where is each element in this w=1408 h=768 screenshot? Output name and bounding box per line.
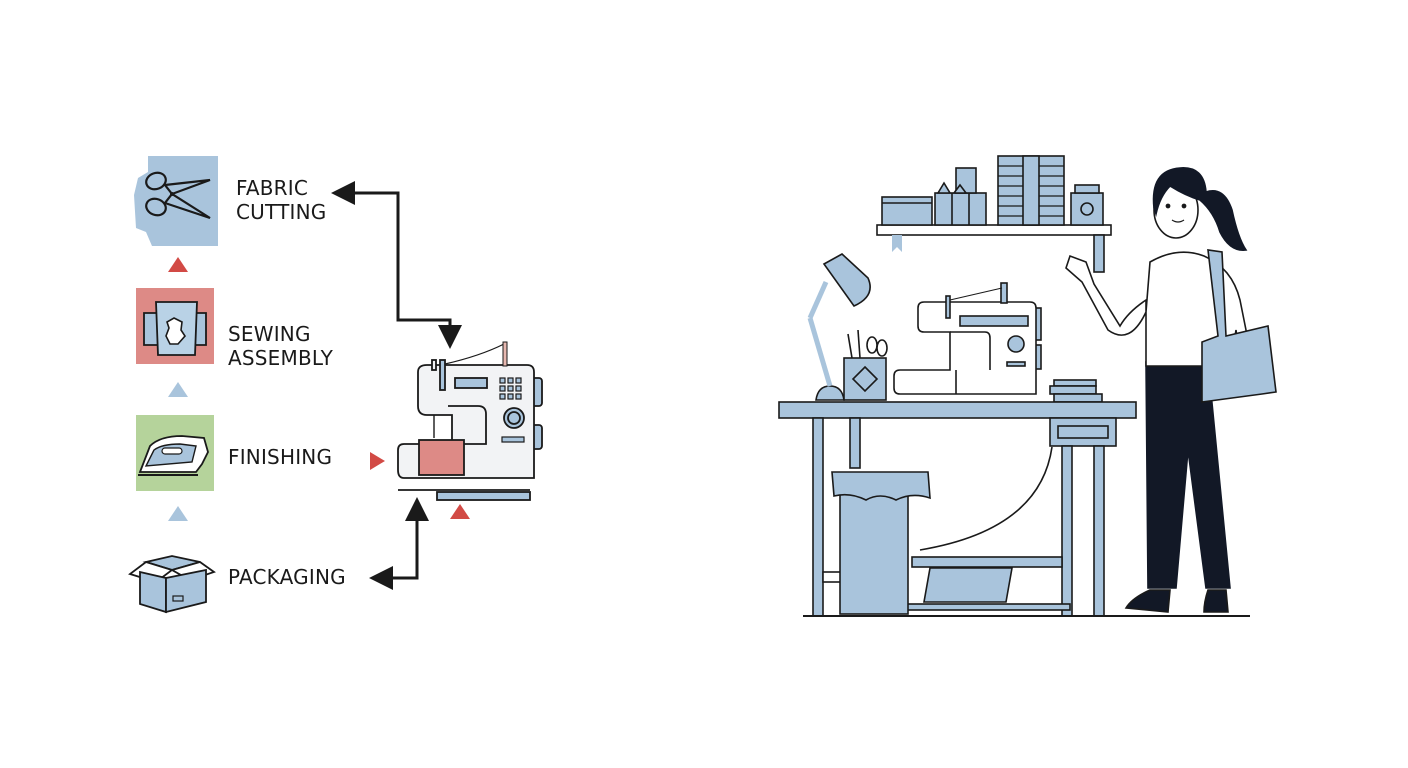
step-label-sewing-assembly: SEWING ASSEMBLY xyxy=(228,322,333,370)
shelf xyxy=(876,155,1112,273)
step-label-line2: CUTTING xyxy=(236,200,327,224)
step-label-line1: PACKAGING xyxy=(228,565,346,589)
pen-cup xyxy=(843,329,888,401)
step-label-line1: SEWING xyxy=(228,322,311,346)
connector-arrow-from-packaging xyxy=(378,497,429,580)
arrow-right-red xyxy=(370,452,385,470)
trash-bin xyxy=(831,471,931,615)
desk-lamp xyxy=(807,253,871,401)
scissors-icon xyxy=(134,156,218,246)
workshop-scene xyxy=(778,155,1277,617)
books xyxy=(1049,379,1103,403)
scene-sewing-machine xyxy=(893,282,1042,395)
box-icon xyxy=(128,555,216,614)
sewing-machine-icon xyxy=(397,341,543,501)
step-label-line1: FABRIC xyxy=(236,176,309,200)
step-label-packaging: PACKAGING xyxy=(228,565,346,589)
step-label-line1: FINISHING xyxy=(228,445,333,469)
arrow-up-blue xyxy=(168,382,188,397)
iron-icon xyxy=(136,415,214,491)
step-label-fabric-cutting: FABRIC CUTTING xyxy=(236,176,326,224)
sewing-desk xyxy=(778,401,1250,617)
arrow-up-blue xyxy=(168,506,188,521)
arrow-up-red xyxy=(168,257,188,272)
step-label-finishing: FINISHING xyxy=(228,445,332,469)
woman-figure xyxy=(1065,167,1277,613)
arrow-up-red xyxy=(450,504,470,519)
fabric-patch-icon xyxy=(136,288,214,364)
connector-arrow-to-fabric-cutting xyxy=(331,181,452,338)
step-label-line2: ASSEMBLY xyxy=(228,346,333,370)
